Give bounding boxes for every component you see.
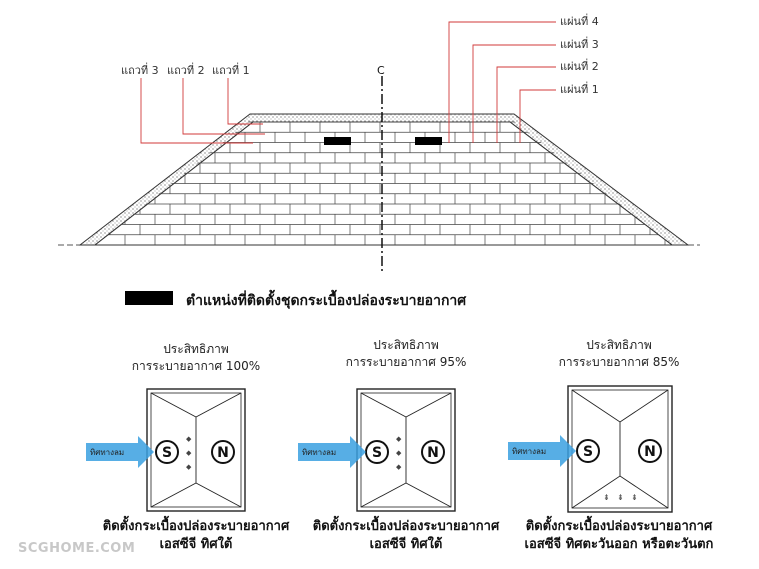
sheet3-leader — [472, 44, 556, 143]
watermark: SCGHOME.COM — [18, 541, 136, 556]
vent-mark: ◆ — [186, 449, 192, 457]
sheet-4-label: แผ่นที่ 4 — [560, 15, 599, 28]
sheet2-leader — [496, 66, 556, 143]
row-3-label: แถวที่ 3 — [121, 64, 159, 77]
legend-text: ตำแหน่งที่ติดตั้งชุดกระเบื้องปล่องระบายอ… — [186, 293, 467, 309]
row-1-label: แถวที่ 1 — [212, 64, 250, 77]
wind-arrow — [298, 436, 366, 468]
vent-mark: ◆ — [396, 435, 402, 443]
caption-line2: เอสซีจี ทิศใต้ — [159, 537, 233, 552]
north-circle — [421, 440, 445, 464]
vent-mark: ⇟ — [617, 493, 624, 502]
wind-label: ทิศทางลม — [302, 448, 337, 457]
vent-mark: ⇟ — [603, 493, 610, 502]
north-circle — [638, 439, 662, 463]
efficiency-title: ประสิทธิภาพ — [586, 338, 652, 352]
panel-caption: ติดตั้งกระเบื้องปล่องระบายอากาศเอสซีจี ท… — [86, 518, 306, 554]
roof-elevation — [58, 21, 700, 274]
vent-mark: ◆ — [396, 463, 402, 471]
row1-leader — [227, 78, 263, 125]
caption-line1: ติดตั้งกระเบื้องปล่องระบายอากาศ — [312, 519, 500, 534]
caption-line2: เอสซีจี ทิศตะวันออก หรือตะวันตก — [524, 537, 714, 552]
caption-line1: ติดตั้งกระเบื้องปล่องระบายอากาศ — [525, 519, 713, 534]
row3-leader — [140, 78, 253, 144]
sheet1-leader — [519, 89, 556, 143]
north-label: N — [644, 444, 656, 460]
north-label: N — [427, 445, 439, 461]
caption-line1: ติดตั้งกระเบื้องปล่องระบายอากาศ — [102, 519, 290, 534]
panel-caption: ติดตั้งกระเบื้องปล่องระบายอากาศเอสซีจี ท… — [509, 518, 729, 554]
wind-arrow — [508, 435, 576, 467]
efficiency-title: ประสิทธิภาพ — [163, 342, 229, 356]
sheet-1-label: แผ่นที่ 1 — [560, 83, 599, 96]
sheet-2-label: แผ่นที่ 2 — [560, 60, 599, 73]
row-2-label: แถวที่ 2 — [167, 64, 205, 77]
south-label: S — [583, 444, 593, 460]
efficiency-text: ประสิทธิภาพการระบายอากาศ 85% — [549, 337, 689, 371]
wind-label: ทิศทางลม — [90, 448, 125, 457]
sheet-leaders — [448, 21, 556, 143]
row2-leader — [182, 78, 265, 135]
south-label: S — [372, 445, 382, 461]
south-circle — [576, 439, 600, 463]
sheet-3-label: แผ่นที่ 3 — [560, 38, 599, 51]
efficiency-title: ประสิทธิภาพ — [373, 338, 439, 352]
row-leaders — [140, 78, 265, 144]
vent-mark: ◆ — [186, 463, 192, 471]
efficiency-text: ประสิทธิภาพการระบายอากาศ 95% — [336, 337, 476, 371]
vent-mark: ◆ — [186, 435, 192, 443]
efficiency-text: ประสิทธิภาพการระบายอากาศ 100% — [126, 341, 266, 375]
efficiency-value: การระบายอากาศ 85% — [558, 355, 680, 369]
south-label: S — [162, 445, 172, 461]
south-circle — [155, 440, 179, 464]
wind-label: ทิศทางลม — [512, 447, 547, 456]
sheet4-leader — [448, 21, 556, 143]
north-label: N — [217, 445, 229, 461]
legend-swatch — [125, 291, 173, 305]
caption-line2: เอสซีจี ทิศใต้ — [369, 537, 443, 552]
efficiency-value: การระบายอากาศ 95% — [345, 355, 467, 369]
wind-arrow — [86, 436, 154, 468]
vent-right — [415, 137, 442, 145]
north-circle — [211, 440, 235, 464]
efficiency-value: การระบายอากาศ 100% — [131, 359, 261, 373]
vent-left — [324, 137, 351, 145]
centerline-label: C — [377, 64, 385, 77]
vent-mark: ⇟ — [631, 493, 638, 502]
panel-caption: ติดตั้งกระเบื้องปล่องระบายอากาศเอสซีจี ท… — [296, 518, 516, 554]
vent-mark: ◆ — [396, 449, 402, 457]
